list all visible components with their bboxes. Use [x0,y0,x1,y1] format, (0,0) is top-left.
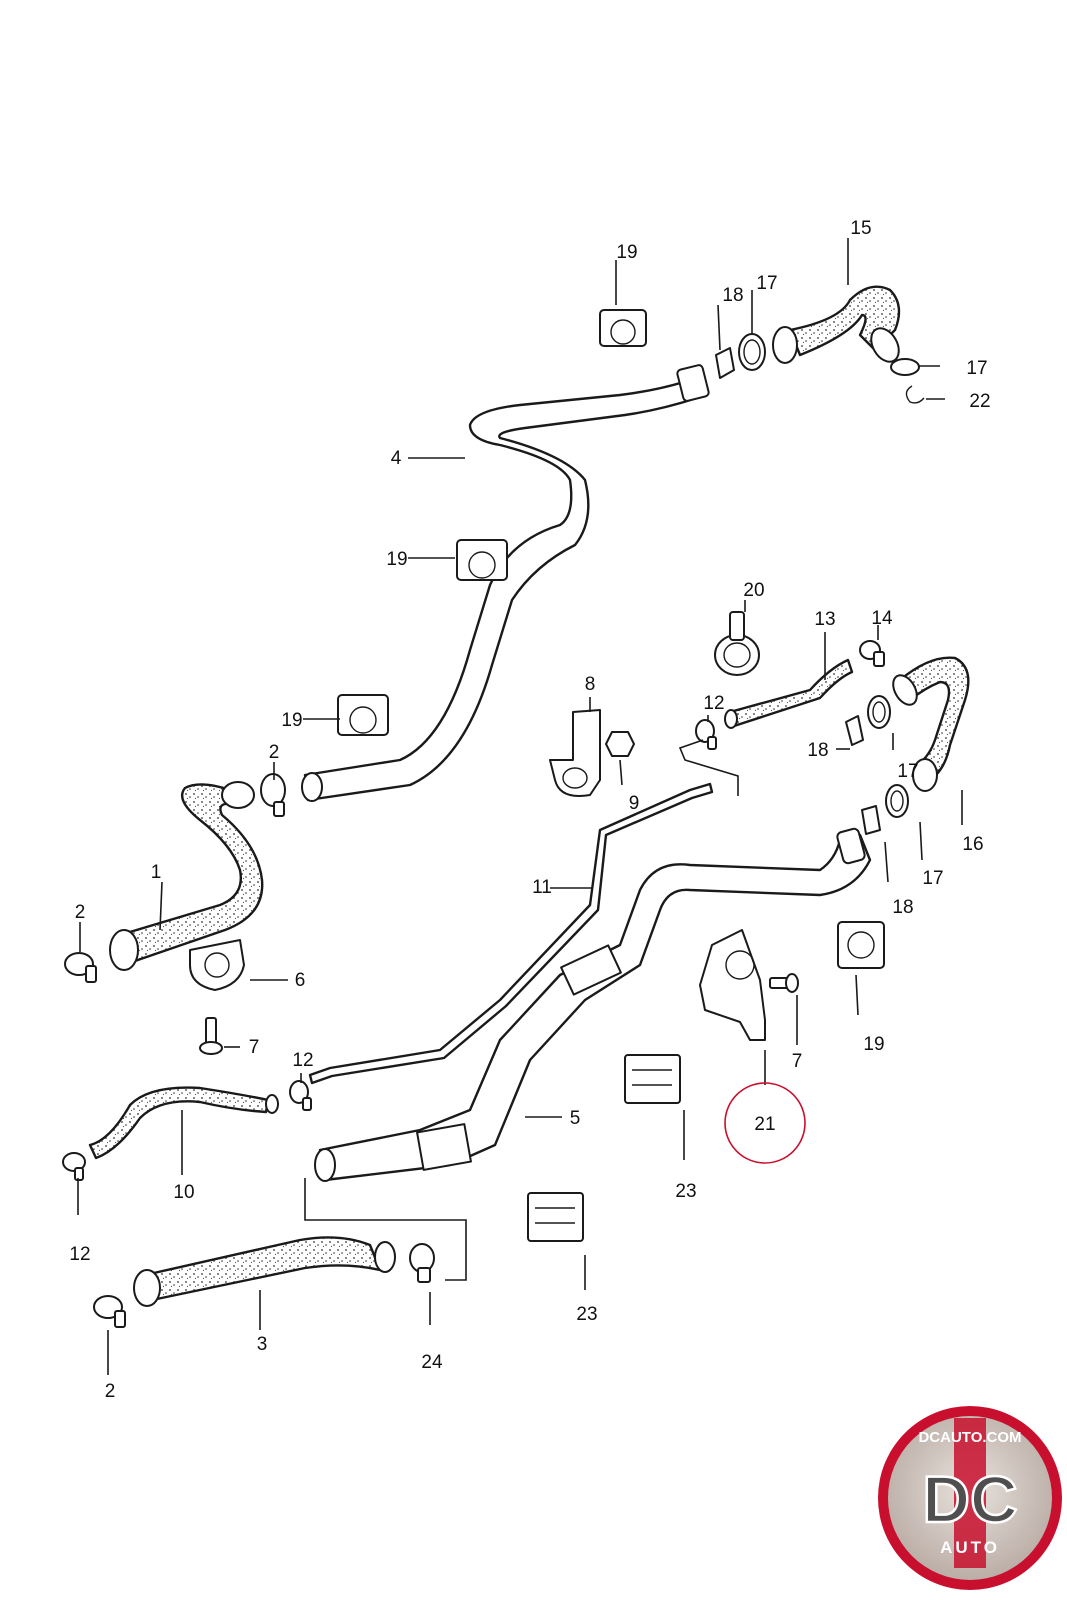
logo-bottom-text: AUTO [940,1538,1000,1557]
clip-22 [905,385,925,404]
gasket-18-mid [845,715,864,746]
bracket-21 [699,929,766,1041]
callout-5: 5 [570,1108,581,1129]
callout-24: 24 [421,1352,443,1373]
seal-17-right [890,358,920,376]
bracket-19-top [599,309,647,347]
bracket-19-mid [456,539,508,581]
clamp-2-left [64,952,97,983]
hose-15 [772,285,901,364]
callout-23-lower: 23 [576,1304,597,1325]
leader-lines [77,238,963,1375]
clamp-12-right [695,719,717,750]
callout-3: 3 [257,1334,268,1355]
callout-18-low: 18 [892,897,913,918]
callout-17-mid: 17 [897,761,918,782]
callout-8: 8 [585,674,596,695]
hose-3 [133,1236,396,1307]
callout-2-lower: 2 [105,1381,116,1402]
callout-2-left: 2 [75,902,86,923]
callout-9: 9 [629,793,640,814]
callout-10: 10 [173,1182,194,1203]
callout-18-top: 18 [722,285,743,306]
callout-15: 15 [850,218,871,239]
clip-23-upper [624,1054,681,1104]
hose-1 [109,781,264,971]
hose-16 [892,656,970,792]
callout-19-mid: 19 [386,549,407,570]
callout-20: 20 [743,580,764,601]
clamp-24 [409,1243,435,1283]
callout-23-upper: 23 [675,1181,696,1202]
clamp-2-upper [260,773,286,817]
callout-7-right: 7 [792,1051,803,1072]
seal-17-low [885,784,909,818]
callout-21: 21 [754,1114,775,1135]
clamp-12-left [62,1152,86,1181]
logo-top-text: DCAUTO.COM [918,1429,1021,1446]
bolt-7-right [769,973,799,993]
holder-20 [714,611,760,676]
seal-17-mid [867,695,891,729]
bolt-7-left [199,1017,223,1055]
callout-17-low: 17 [922,868,943,889]
bracket-19-right [837,921,885,969]
dcauto-logo: DCAUTO.COM DC AUTO [878,1406,1062,1590]
callout-18-mid: 18 [807,740,828,761]
hose-5 [314,827,872,1182]
bracket-19-low [337,694,389,736]
callout-19-top: 19 [616,242,637,263]
callout-labels: 1 2 2 2 3 4 5 6 7 7 8 9 10 11 12 12 12 1… [69,218,990,1402]
callout-4: 4 [391,448,402,469]
callout-14: 14 [871,608,893,629]
callout-13: 13 [814,609,835,630]
nut-9 [605,731,635,757]
clamp-2-lower [93,1295,126,1328]
callout-22: 22 [969,391,990,412]
seal-17-top [738,333,766,371]
pipe-11 [308,782,714,1085]
gasket-18-top [715,347,735,379]
callout-12-right: 12 [703,693,724,714]
callout-16: 16 [962,834,983,855]
gasket-18-low [861,805,881,835]
callout-11: 11 [532,877,552,898]
callout-12-mid: 12 [292,1050,313,1071]
callout-19-right: 19 [863,1034,884,1055]
callout-17-right: 17 [966,358,987,379]
clamp-12-mid [289,1080,312,1111]
callout-17-top: 17 [756,273,777,294]
highlight-circle-21 [724,1082,806,1164]
callout-6: 6 [295,970,306,991]
callout-2-upper: 2 [269,742,280,763]
bracket-8 [549,709,601,797]
clip-23-lower [527,1192,584,1242]
pipe-10 [88,1086,279,1160]
clamp-14 [859,640,885,667]
hose-4 [301,364,710,802]
pipe-13 [724,658,854,729]
callout-19-low: 19 [281,710,302,731]
callout-1: 1 [151,862,162,883]
clip-6 [189,939,245,991]
callout-12-left: 12 [69,1244,90,1265]
callout-7-left: 7 [249,1037,260,1058]
logo-letters: DC [922,1462,1017,1536]
